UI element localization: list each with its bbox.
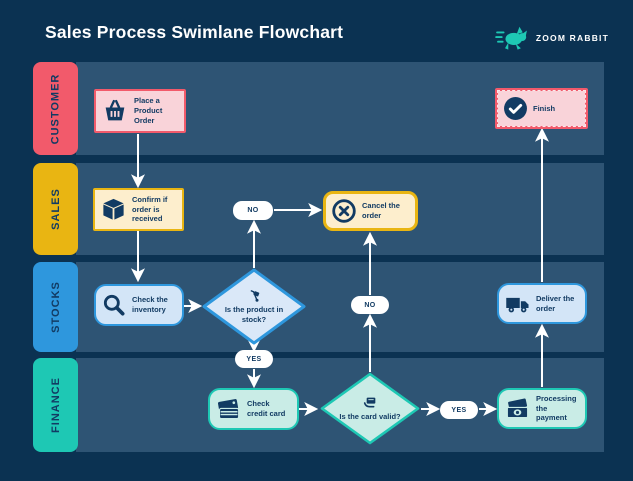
lane-label-finance: FINANCE: [49, 377, 62, 433]
node-finish[interactable]: Finish: [495, 88, 588, 129]
cancel-icon: [331, 198, 357, 224]
page-title: Sales Process Swimlane Flowchart: [45, 22, 344, 42]
node-stock-decision[interactable]: Is the product in stock?: [202, 268, 306, 345]
node-label: Processing the payment: [536, 393, 577, 423]
money-icon: [504, 395, 531, 422]
node-label: Check credit card: [247, 399, 286, 418]
node-cancel-order[interactable]: Cancel the order: [323, 191, 418, 231]
hand-card-icon: [362, 395, 378, 411]
connector-label-no-card[interactable]: NO: [351, 296, 389, 314]
basket-icon: [101, 97, 129, 125]
lane-tab-sales[interactable]: SALES: [33, 163, 78, 255]
lane-label-stocks: STOCKS: [49, 281, 62, 333]
node-label: Cancel the order: [362, 201, 400, 220]
rabbit-icon: [495, 26, 527, 50]
node-place-order[interactable]: Place a Product Order: [94, 89, 186, 133]
node-label: Confirm if order is received: [132, 194, 168, 224]
node-check-credit-card[interactable]: Check credit card: [208, 388, 299, 430]
lane-label-sales: SALES: [49, 188, 62, 230]
node-card-decision[interactable]: Is the card valid?: [320, 372, 420, 445]
handtruck-icon: [247, 289, 262, 304]
node-label: Is the card valid?: [339, 412, 401, 422]
credit-card-icon: [215, 396, 242, 423]
node-deliver-order[interactable]: Deliver the order: [497, 283, 587, 324]
truck-icon: [504, 290, 531, 317]
node-check-inventory[interactable]: Check the inventory: [94, 284, 184, 326]
brand-logo: ZOOM RABBIT: [495, 24, 609, 52]
connector-label-no-stock[interactable]: NO: [233, 201, 273, 220]
connector-label-yes-stock[interactable]: YES: [235, 350, 273, 368]
lane-tab-customer[interactable]: CUSTOMER: [33, 62, 78, 155]
node-confirm-order[interactable]: Confirm if order is received: [93, 188, 184, 231]
connector-label-yes-card[interactable]: YES: [440, 401, 478, 419]
magnifier-icon: [101, 292, 127, 318]
lane-tab-finance[interactable]: FINANCE: [33, 358, 78, 452]
lane-label-customer: CUSTOMER: [49, 73, 62, 144]
node-label: Place a Product Order: [134, 96, 163, 125]
node-processing-payment[interactable]: Processing the payment: [497, 388, 587, 429]
node-label: Finish: [533, 103, 556, 113]
package-icon: [100, 196, 127, 223]
lane-tab-stocks[interactable]: STOCKS: [33, 262, 78, 352]
node-label: Deliver the order: [536, 293, 575, 313]
brand-name: ZOOM RABBIT: [535, 33, 609, 43]
node-label: Is the product in stock?: [224, 304, 284, 324]
check-circle-icon: [503, 96, 528, 121]
node-label: Check the inventory: [132, 295, 168, 314]
